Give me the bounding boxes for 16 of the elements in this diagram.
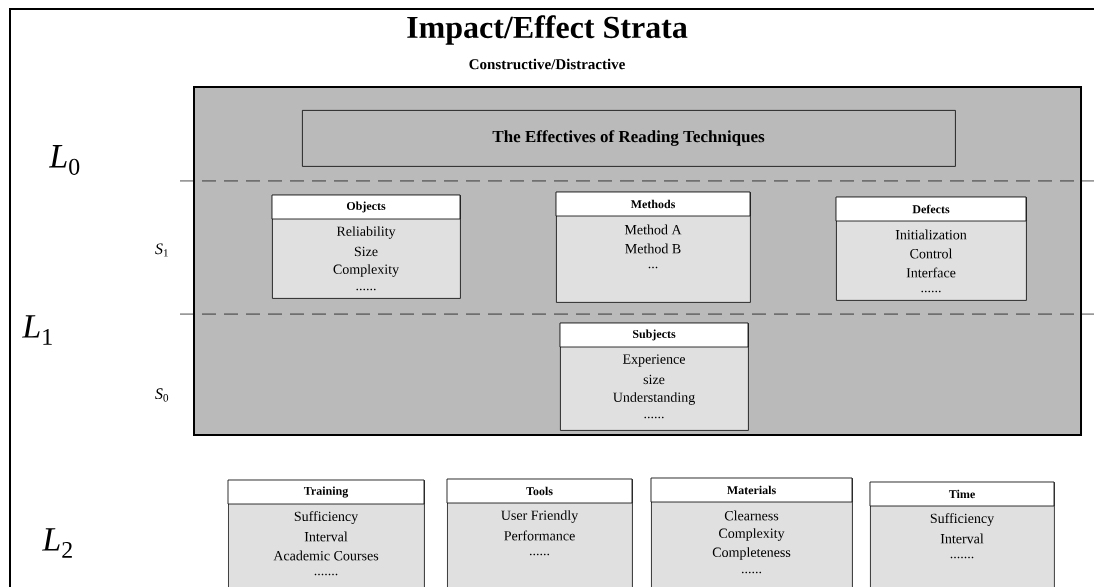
- category-card: Training Sufficiency Interval Academic Courses .......: [227, 479, 425, 587]
- category-card: Time Sufficiency Interval .......: [869, 481, 1055, 587]
- level-label: L$_{0}$: [48, 145, 80, 175]
- level-label: L$_{2}$: [41, 528, 72, 558]
- category-card: Defects Initialization Control Interface ......: [835, 196, 1027, 301]
- subtitle: Constructive/Distractive: [469, 58, 625, 70]
- level-label: S$_{0}$: [155, 388, 169, 402]
- category-card: Objects Reliability Size Complexity ......: [271, 194, 461, 299]
- level-label: S$_{1}$: [155, 243, 168, 257]
- level-label: L$_{1}$: [21, 315, 52, 345]
- heading-box: The Effectives of Reading Techniques: [302, 110, 956, 167]
- title: Impact/Effect Strata: [407, 15, 688, 45]
- category-card: Subjects Experience size Understanding ......: [559, 322, 749, 431]
- category-card: Methods Method A Method B ...: [555, 191, 751, 303]
- category-card: Tools User Friendly Performance ......: [446, 478, 633, 587]
- category-card: Materials Clearness Complexity Completeness ......: [650, 477, 853, 587]
